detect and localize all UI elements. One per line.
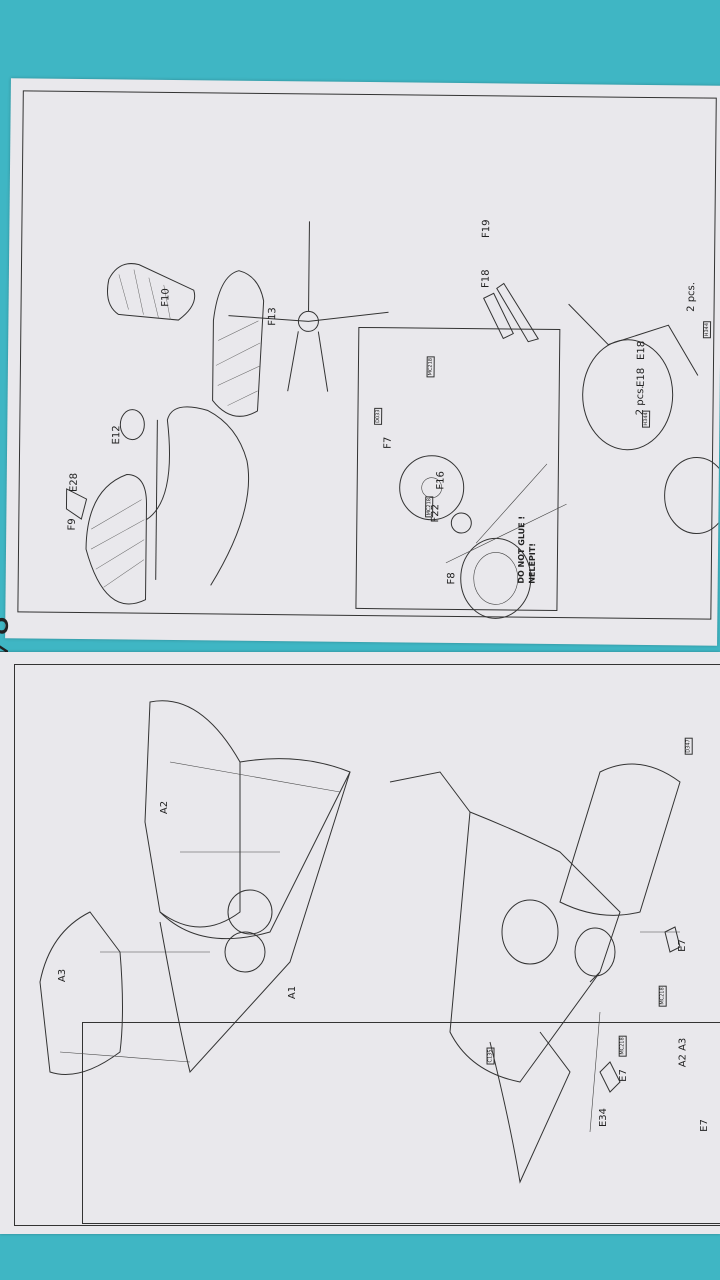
label-a3: A3 xyxy=(57,968,69,983)
part-f7 xyxy=(399,455,465,521)
label-f8: F8 xyxy=(446,572,458,585)
part-f19 xyxy=(496,282,540,343)
label-e7-c: E7 xyxy=(698,1119,710,1132)
code-c135: C135 xyxy=(486,1047,495,1065)
cowling xyxy=(582,339,674,451)
detail-label-a2-a3: A2 A3 xyxy=(677,1037,689,1068)
wheel-right xyxy=(664,456,720,534)
code-h344-b: H344 xyxy=(702,320,712,339)
warning-line-2: NELEPIT! xyxy=(527,543,538,584)
part-a1-upper xyxy=(159,758,351,940)
code-mc218-d: MC218 xyxy=(618,1035,627,1057)
code-d033: D033 xyxy=(374,407,383,425)
part-f13 xyxy=(212,270,265,417)
tail-assembly-drawing xyxy=(65,221,720,619)
label-e18-a: E18 xyxy=(635,367,647,387)
label-e34: E34 xyxy=(598,1107,610,1128)
part-e28 xyxy=(65,488,88,520)
part-f9 xyxy=(85,474,147,605)
part-f18 xyxy=(483,292,514,340)
label-f16: F16 xyxy=(435,471,447,490)
label-e7-a: E7 xyxy=(676,939,688,952)
part-f16 xyxy=(450,512,472,534)
right-wing xyxy=(559,763,681,916)
fuselage xyxy=(389,771,621,983)
detail-inset xyxy=(82,1022,720,1224)
part-a1 xyxy=(159,771,351,1074)
label-e7-b: E7 xyxy=(617,1069,629,1082)
label-f10: F10 xyxy=(160,288,172,307)
wing-assembly-drawing xyxy=(39,700,681,1184)
label-e12: E12 xyxy=(111,425,123,445)
code-mc218-a: MC218 xyxy=(426,355,435,378)
instruction-sheet-top: E28 E12 F10 F9 F13 F18 F19 F7 F16 F22 F8… xyxy=(5,78,720,646)
front-view-wing xyxy=(228,311,389,322)
code-mc218-b: MC218 xyxy=(425,495,434,518)
label-f9: F9 xyxy=(66,518,78,531)
fuselage-tail xyxy=(146,406,250,586)
do-not-glue-note: DO NOT GLUE ! NELEPIT! xyxy=(516,516,539,584)
code-h344-a: H344 xyxy=(641,410,651,428)
label-e18-b: E18 xyxy=(636,340,648,360)
code-d347: D347 xyxy=(684,737,693,755)
label-f7: F7 xyxy=(382,436,394,449)
label-e28: E28 xyxy=(68,472,80,493)
part-a2 xyxy=(144,700,241,928)
sheet-border-bottom xyxy=(14,664,720,1226)
label-a1: A1 xyxy=(287,985,299,1000)
instruction-sheet-bottom: A2 A3 A1 E7 E7 E34 E7 D347 MC218 MC218 C… xyxy=(0,652,720,1234)
label-f18: F18 xyxy=(480,269,492,289)
part-f10 xyxy=(106,263,196,321)
label-f13: F13 xyxy=(267,307,279,326)
code-mc218-c: MC218 xyxy=(658,985,667,1007)
left-wing xyxy=(489,1031,571,1184)
warning-line-1: DO NOT GLUE ! xyxy=(516,515,527,584)
part-a3 xyxy=(39,911,123,1075)
label-f19: F19 xyxy=(481,219,493,239)
label-2pcs-b: 2 pcs. xyxy=(685,281,698,312)
part-e12 xyxy=(119,409,145,441)
label-a2: A2 xyxy=(159,800,171,815)
